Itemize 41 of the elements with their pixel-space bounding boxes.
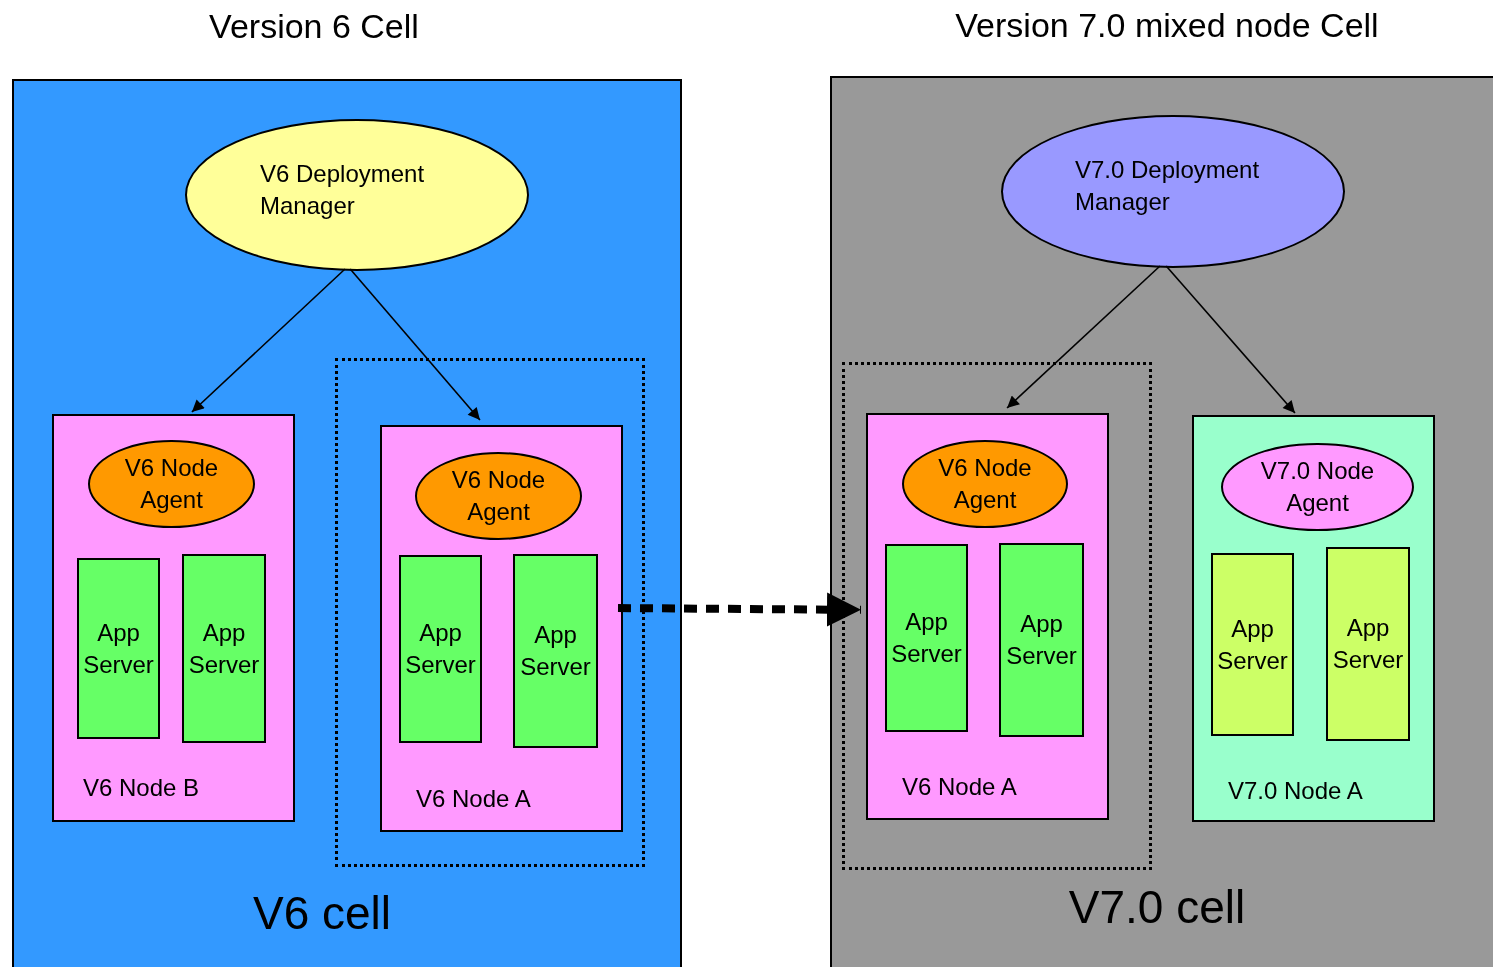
box-label: V7.0 Deployment Manager (1075, 155, 1261, 217)
dotted-frame (842, 362, 1152, 870)
box-label: V6 Node Agent (937, 453, 1033, 515)
dotted-frame (335, 358, 645, 867)
node-box (52, 414, 295, 822)
app-server-box (999, 543, 1084, 737)
app-server-box (1211, 553, 1294, 736)
app-server-box (399, 555, 482, 743)
box-label: V6 Node Agent (123, 453, 220, 515)
node-box (866, 413, 1109, 820)
box-label: App Server (404, 618, 477, 680)
box-label: V6 Node Agent (450, 465, 547, 527)
dotted-arrow (617, 592, 862, 627)
box-label: App Server (1005, 609, 1078, 671)
cell-label: V6 cell (251, 886, 393, 941)
app-server-box (1326, 547, 1410, 741)
box-label: V6 Node A (902, 772, 1018, 802)
box-label: App Server (187, 617, 261, 680)
node-box (380, 425, 623, 832)
app-server-box (885, 544, 968, 732)
box-label: V7.0 Node Agent (1259, 456, 1376, 518)
box-label: App Server (519, 620, 592, 682)
arrow (191, 268, 346, 413)
arrow (349, 268, 481, 421)
panel-title: Version 6 Cell (208, 10, 420, 42)
box-label: App Server (1331, 613, 1405, 675)
arrow (1165, 265, 1296, 414)
box-label: V6 Node A (416, 784, 532, 814)
box-label: App Server (890, 607, 963, 669)
box-label: V7.0 Node A (1228, 776, 1364, 806)
app-server-box (77, 558, 160, 739)
panel-title: Version 7.0 mixed node Cell (954, 9, 1380, 41)
node-box (1192, 415, 1435, 822)
box-label: V6 Node B (83, 773, 201, 803)
box-label: V6 Deployment Manager (260, 159, 426, 221)
app-server-box (513, 554, 598, 748)
box-label: App Server (1216, 613, 1289, 676)
box-label: App Server (82, 617, 155, 680)
cell-label: V7.0 cell (1067, 880, 1247, 935)
arrow (1006, 265, 1161, 409)
app-server-box (182, 554, 266, 743)
